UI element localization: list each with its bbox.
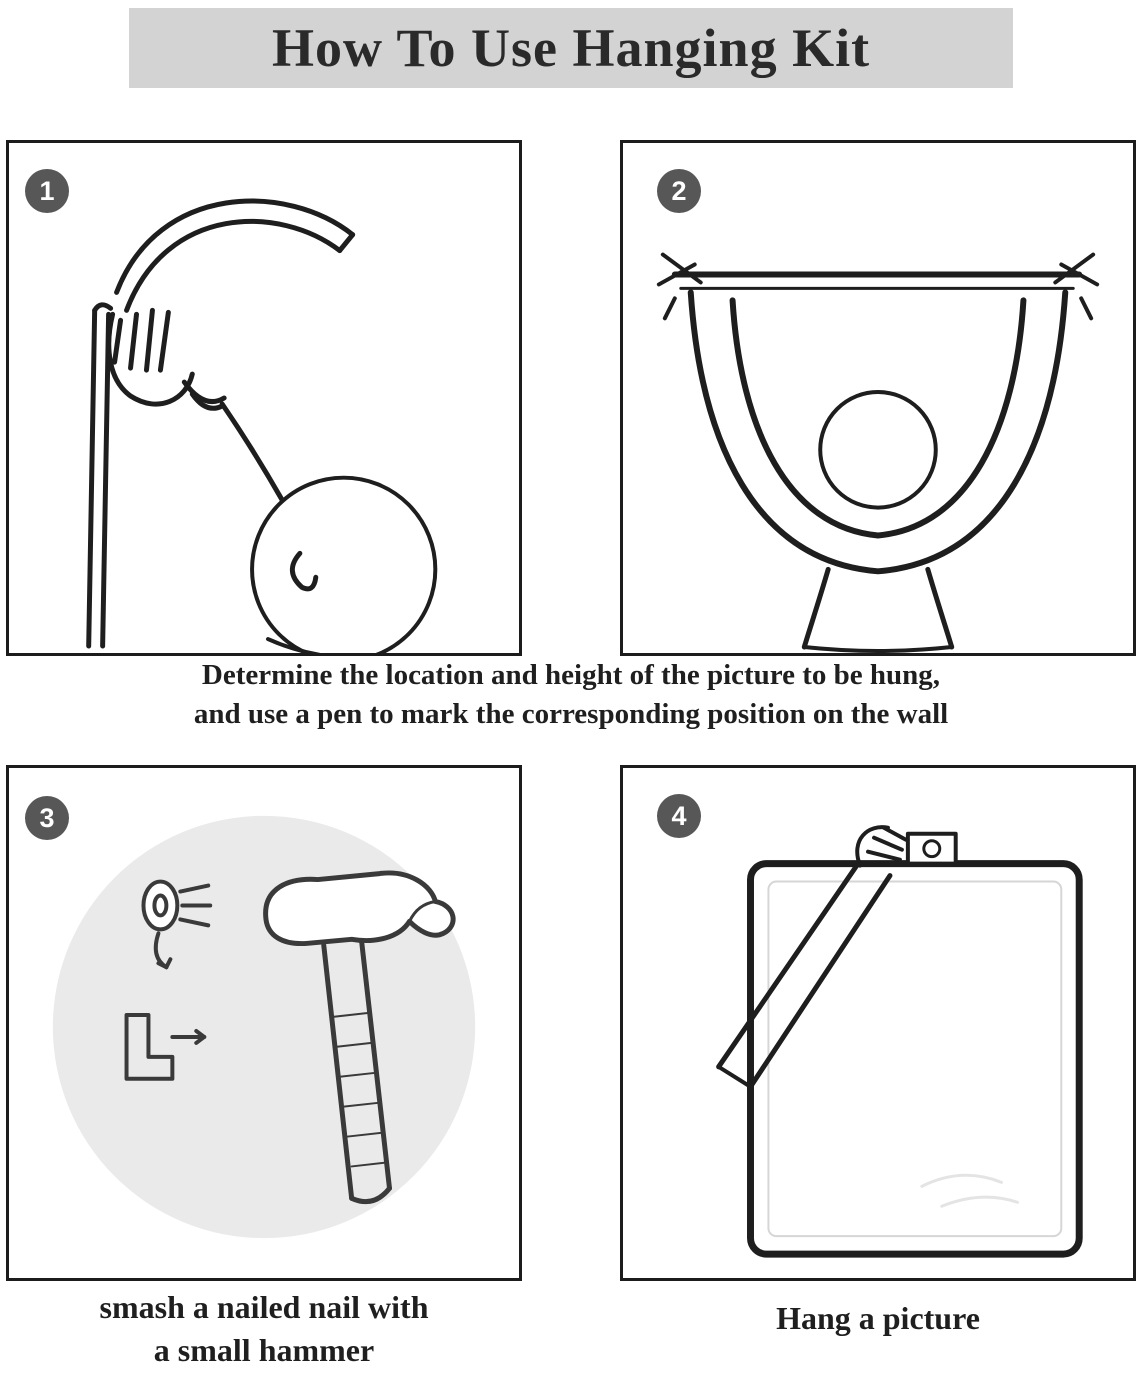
title-bar: How To Use Hanging Kit xyxy=(129,8,1013,88)
step-4-illustration-hang-picture xyxy=(716,825,1083,1258)
caption-step-4: Hang a picture xyxy=(776,1300,980,1336)
step-2-badge: 2 xyxy=(657,169,701,213)
page-title: How To Use Hanging Kit xyxy=(271,18,871,78)
caption-step-3-line2: a small hammer xyxy=(153,1332,375,1368)
step-3-badge: 3 xyxy=(25,796,69,840)
caption-step-3: smash a nailed nail with a small hammer xyxy=(6,1286,522,1372)
step-3-illustration-hammer-nail xyxy=(52,815,476,1239)
caption-steps-1-2-line1: Determine the location and height of the… xyxy=(201,659,941,691)
caption-steps-1-2-line2: and use a pen to mark the corresponding … xyxy=(193,698,949,730)
step-2-illustration-hold-picture xyxy=(656,252,1100,653)
step-3-panel: 3 xyxy=(6,765,522,1281)
caption-step-3-line1: smash a nailed nail with xyxy=(99,1289,429,1325)
step-4-badge: 4 xyxy=(657,794,701,838)
step-1-badge: 1 xyxy=(25,169,69,213)
step-2-panel: 2 xyxy=(620,140,1136,656)
step-1-illustration-mark-wall-with-pen xyxy=(86,198,438,653)
step-4-panel: 4 xyxy=(620,765,1136,1281)
caption-steps-1-2: Determine the location and height of the… xyxy=(0,656,1142,734)
step-1-panel: 1 xyxy=(6,140,522,656)
